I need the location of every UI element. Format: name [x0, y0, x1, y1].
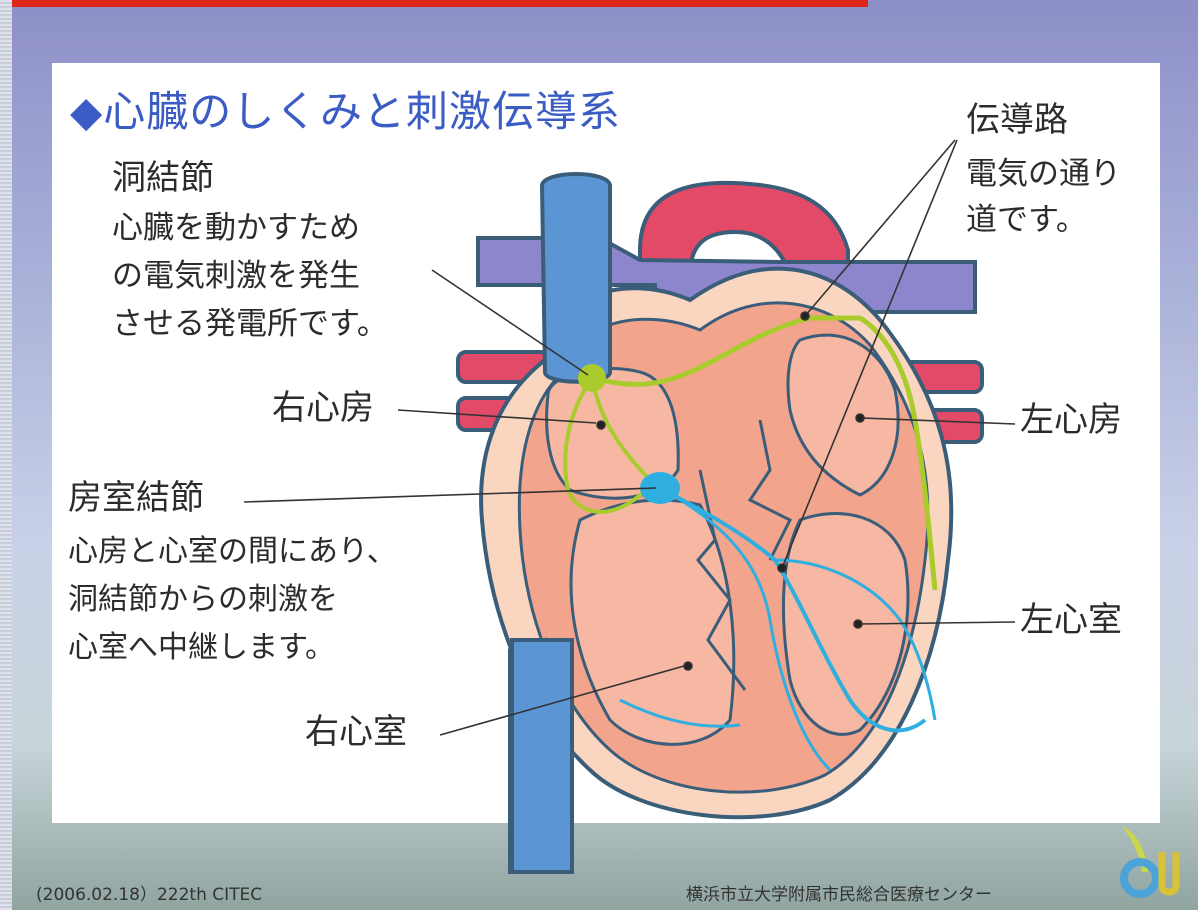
sa-node-desc-2: の電気刺激を発生	[112, 258, 360, 296]
center-logo-icon	[1116, 822, 1186, 902]
sa-node-label: 洞結節	[112, 158, 214, 199]
sa-node-desc-1: 心臓を動かすため	[112, 210, 360, 248]
av-node-desc-2: 洞結節からの刺激を	[68, 582, 338, 619]
av-node-desc-1: 心房と心室の間にあり、	[68, 534, 397, 571]
left-ventricle-label: 左心室	[1020, 600, 1122, 641]
av-node-label: 房室結節	[68, 478, 204, 519]
right-ventricle-label: 右心室	[305, 712, 407, 753]
sa-node	[578, 364, 606, 392]
left-atrium-label: 左心房	[1020, 400, 1122, 441]
vena-cava-lower	[512, 640, 572, 872]
footer-hospital: 横浜市立大学附属市民総合医療センター	[686, 880, 992, 905]
sa-node-desc-3: させる発電所です。	[112, 306, 388, 344]
footer-date: (2006.02.18）222th CITEC	[36, 880, 262, 905]
av-node-desc-3: 心室へ中継します。	[68, 630, 335, 667]
conduction-path-label: 伝導路	[966, 100, 1068, 141]
right-atrium-label: 右心房	[272, 388, 374, 429]
conduction-path-desc-2: 道です。	[966, 202, 1087, 240]
conduction-path-desc-1: 電気の通り	[966, 156, 1121, 194]
